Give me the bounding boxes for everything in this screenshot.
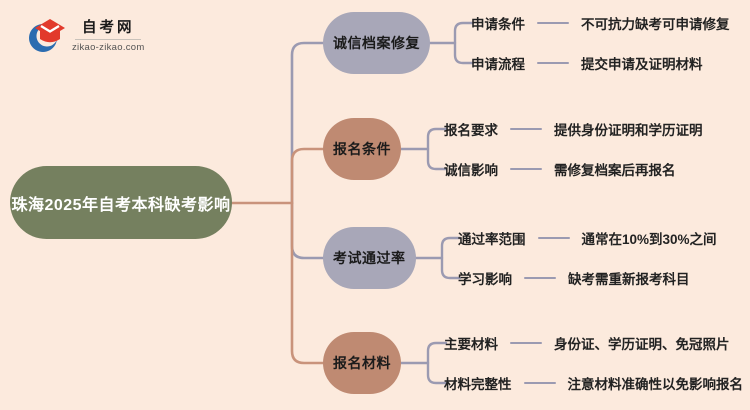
leaf-connector-dash: [510, 341, 542, 345]
leaf-connector-dash: [537, 236, 570, 240]
child-row: 申请条件 不可抗力缺考可申请修复: [471, 10, 730, 36]
child-row: 报名要求 提供身份证明和学历证明: [444, 116, 703, 142]
connector-brackets: [398, 21, 475, 385]
child-topic-label: 通过率范围: [458, 232, 526, 247]
child-row: 材料完整性 注意材料准确性以免影响报名: [444, 370, 743, 396]
leaf-connector-dash: [510, 127, 542, 131]
branch-node-pass-rate: 考试通过率: [323, 227, 416, 289]
logo-title: 自考网: [82, 19, 135, 36]
child-row: 申请流程 提交申请及证明材料: [471, 50, 703, 76]
leaf-note: 不可抗力缺考可申请修复: [581, 17, 730, 32]
child-topic-label: 申请条件: [471, 17, 525, 32]
leaf-note: 提交申请及证明材料: [581, 57, 703, 72]
leaf-note: 提供身份证明和学历证明: [554, 123, 703, 138]
child-row: 学习影响 缺考需重新报考科目: [458, 265, 690, 291]
child-topic-label: 学习影响: [458, 272, 512, 287]
leaf-note: 缺考需重新报考科目: [568, 272, 690, 287]
branch-node-registration-conditions: 报名条件: [323, 118, 401, 180]
leaf-note: 通常在10%到30%之间: [581, 232, 717, 247]
child-topic-label: 主要材料: [444, 337, 498, 352]
child-row: 通过率范围 通常在10%到30%之间: [458, 225, 717, 251]
site-logo[interactable]: 自考网 zikao-zikao.com: [28, 16, 145, 56]
leaf-connector-dash: [524, 276, 556, 280]
root-topic-node: 珠海2025年自考本科缺考影响: [10, 166, 232, 239]
leaf-note: 身份证、学历证明、免冠照片: [554, 337, 730, 352]
graduation-cap-icon: [29, 19, 65, 53]
child-topic-label: 材料完整性: [444, 377, 512, 392]
leaf-note: 注意材料准确性以免影响报名: [567, 377, 744, 392]
branch-node-integrity-repair: 诚信档案修复: [323, 12, 430, 74]
child-topic-label: 报名要求: [444, 123, 498, 138]
leaf-connector-dash: [523, 381, 556, 385]
logo-divider: [75, 38, 142, 40]
leaf-connector-dash: [510, 167, 542, 171]
child-topic-label: 申请流程: [471, 57, 525, 72]
leaf-connector-dash: [537, 61, 569, 65]
logo-url: zikao-zikao.com: [72, 41, 145, 53]
leaf-note: 需修复档案后再报名: [554, 163, 676, 178]
branch-node-registration-materials: 报名材料: [323, 332, 401, 394]
child-row: 诚信影响 需修复档案后再报名: [444, 156, 676, 182]
child-topic-label: 诚信影响: [444, 163, 498, 178]
connector-trunk-salmon: [230, 147, 325, 365]
child-row: 主要材料 身份证、学历证明、免冠照片: [444, 330, 730, 356]
leaf-connector-dash: [537, 21, 569, 25]
